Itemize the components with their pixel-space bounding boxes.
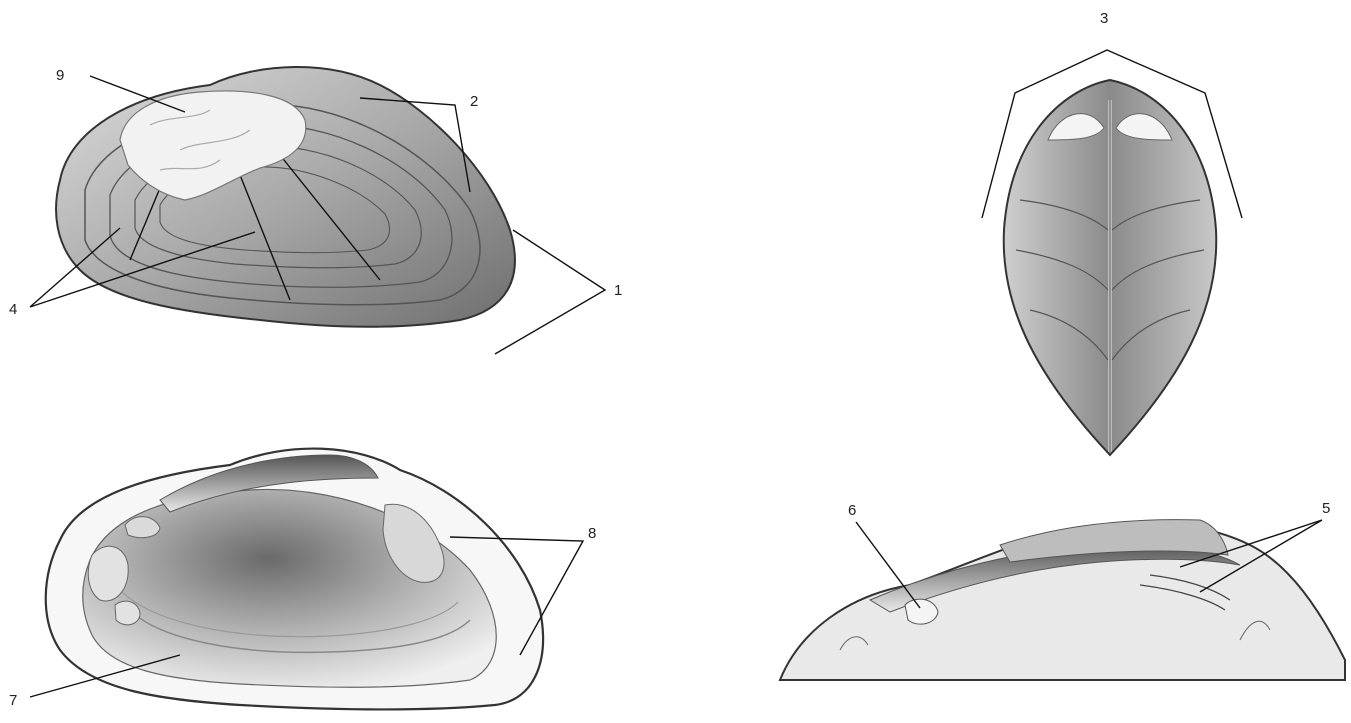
shell-top-view-drawing [1004,80,1217,455]
label-5: 5 [1322,500,1330,517]
label-9: 9 [56,67,64,84]
label-7: 7 [9,692,17,709]
hinge-detail-drawing [780,520,1345,680]
label-3: 3 [1100,10,1108,27]
shell-interior-drawing [46,449,543,710]
label-8: 8 [588,525,596,542]
shell-exterior-drawing [56,67,515,327]
label-1: 1 [614,282,622,299]
label-4: 4 [9,301,17,318]
label-2: 2 [470,93,478,110]
label-6: 6 [848,502,856,519]
